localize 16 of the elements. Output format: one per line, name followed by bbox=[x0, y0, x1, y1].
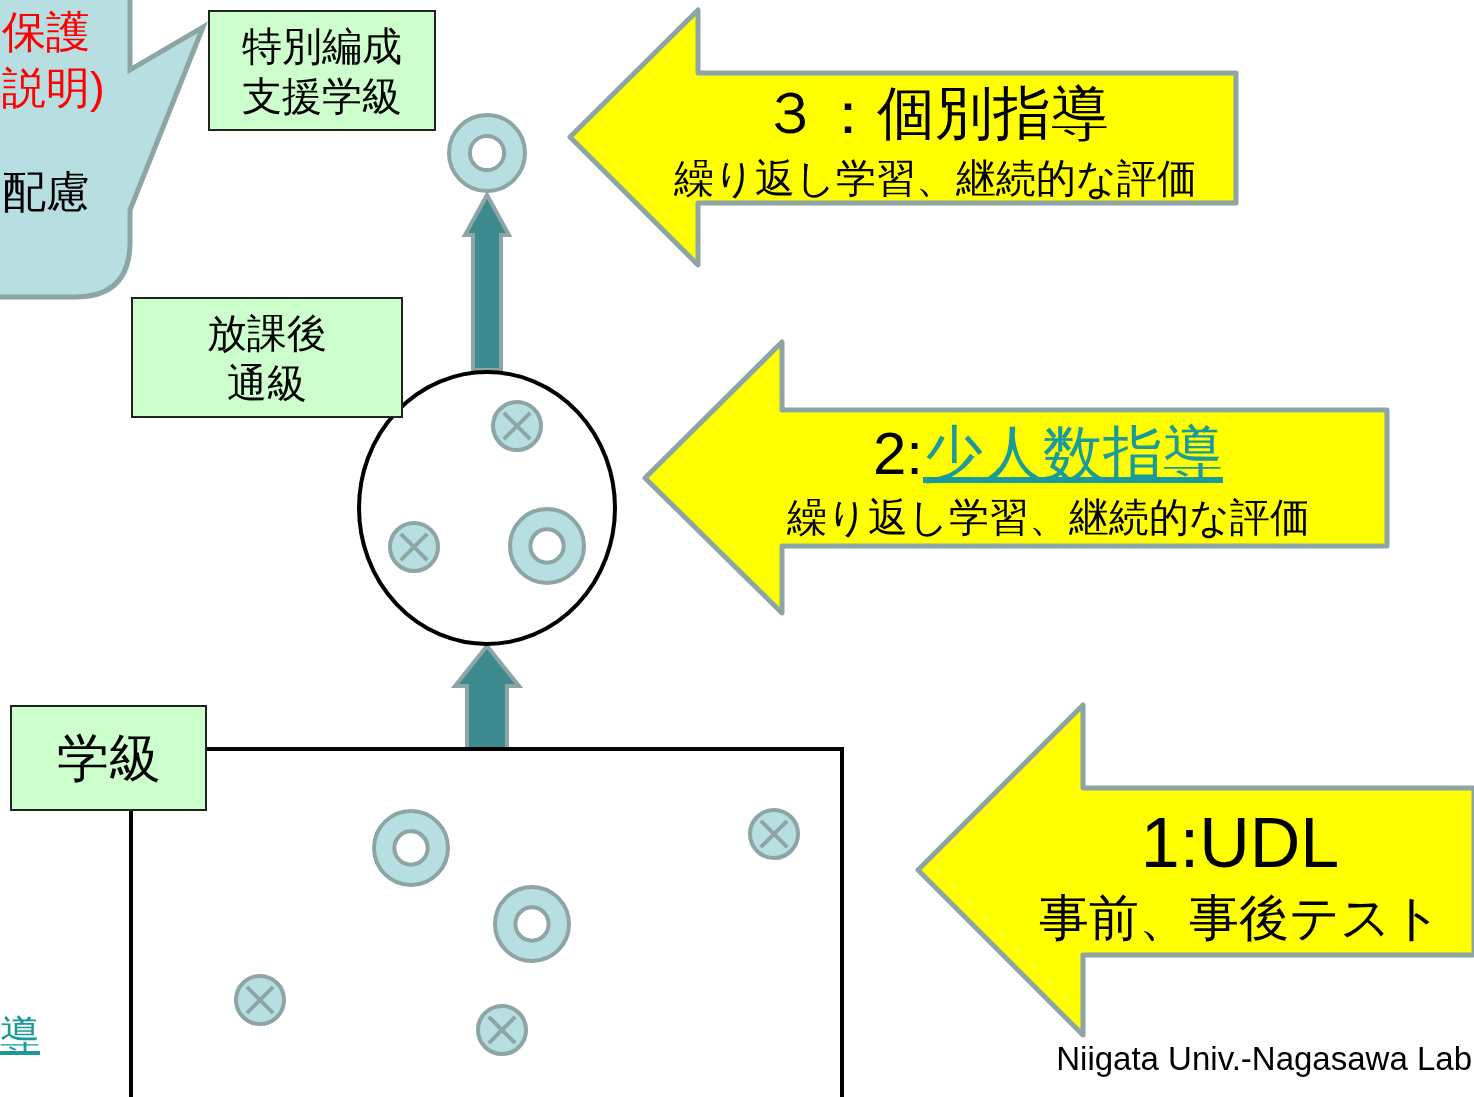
callout-text: 配慮 bbox=[2, 166, 90, 218]
label-box: 特別編成支援学級 bbox=[208, 10, 436, 131]
arrow-subtitle: 事前、事後テスト bbox=[1037, 889, 1443, 948]
block-arrow bbox=[461, 190, 513, 372]
link: 少人数指導 bbox=[923, 420, 1223, 487]
arrow-subtitle: 繰り返し学習、継続的な評価 bbox=[785, 494, 1311, 541]
label-box: 学級 bbox=[10, 705, 207, 811]
credit-text: Niigata Univ.-Nagasawa Lab bbox=[1056, 1040, 1472, 1078]
link: 導 bbox=[0, 1012, 40, 1059]
callout-text: 保護 bbox=[2, 6, 90, 58]
arrow-title: 1:UDL bbox=[1140, 804, 1340, 882]
arrow-title: 2: bbox=[872, 420, 923, 487]
callout-text: 説明) bbox=[2, 62, 105, 114]
arrow-title: ３：個別指導 bbox=[761, 80, 1109, 146]
arrow-subtitle: 繰り返し学習、継続的な評価 bbox=[672, 155, 1198, 202]
label-box: 放課後通級 bbox=[131, 297, 403, 418]
